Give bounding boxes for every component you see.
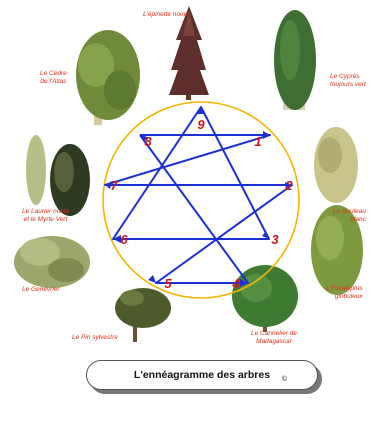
copyright-mark: ©	[282, 376, 287, 383]
tree-epinette-noire-illustration	[169, 6, 209, 100]
point-number-5: 5	[164, 276, 172, 291]
point-number-9: 9	[197, 117, 205, 132]
point-number-1: 1	[254, 134, 261, 149]
point-number-2: 2	[284, 178, 293, 193]
point-number-6: 6	[120, 232, 128, 247]
point-number-7: 7	[110, 178, 118, 193]
label-cannelier-madagascar: Le Cannelier de Madagascar	[251, 330, 297, 346]
point-number-8: 8	[144, 134, 152, 149]
label-epinette-noire: L'épinette noire	[143, 11, 187, 19]
tree-bouleau-blanc-illustration	[314, 127, 358, 203]
label-genevrier: Le Genévrier	[22, 286, 60, 294]
tree-pin-sylvestre-illustration	[115, 288, 171, 342]
label-laurier-myrte: Le Laurier noble et le Myrte Vert	[22, 208, 69, 224]
label-cedre-atlas: Le Cèdre de l'Atlas	[40, 70, 67, 86]
point-number-4: 4	[231, 276, 240, 291]
tree-laurier-myrte-illustration	[26, 135, 90, 216]
label-pin-sylvestre: Le Pin sylvestre	[72, 334, 118, 342]
tree-cedre-atlas-illustration	[76, 30, 140, 125]
title-box: L'ennéagramme des arbres ©	[86, 360, 318, 390]
tree-cypres-illustration	[274, 10, 316, 110]
point-number-3: 3	[271, 232, 279, 247]
label-eucalyptus: L'Eucalyptus globuleux	[326, 285, 363, 301]
label-cypres: Le Cyprès toujours vert	[330, 73, 366, 89]
tree-genevrier-illustration	[14, 236, 90, 288]
label-bouleau-blanc: Le Bouleau blanc	[333, 208, 366, 224]
